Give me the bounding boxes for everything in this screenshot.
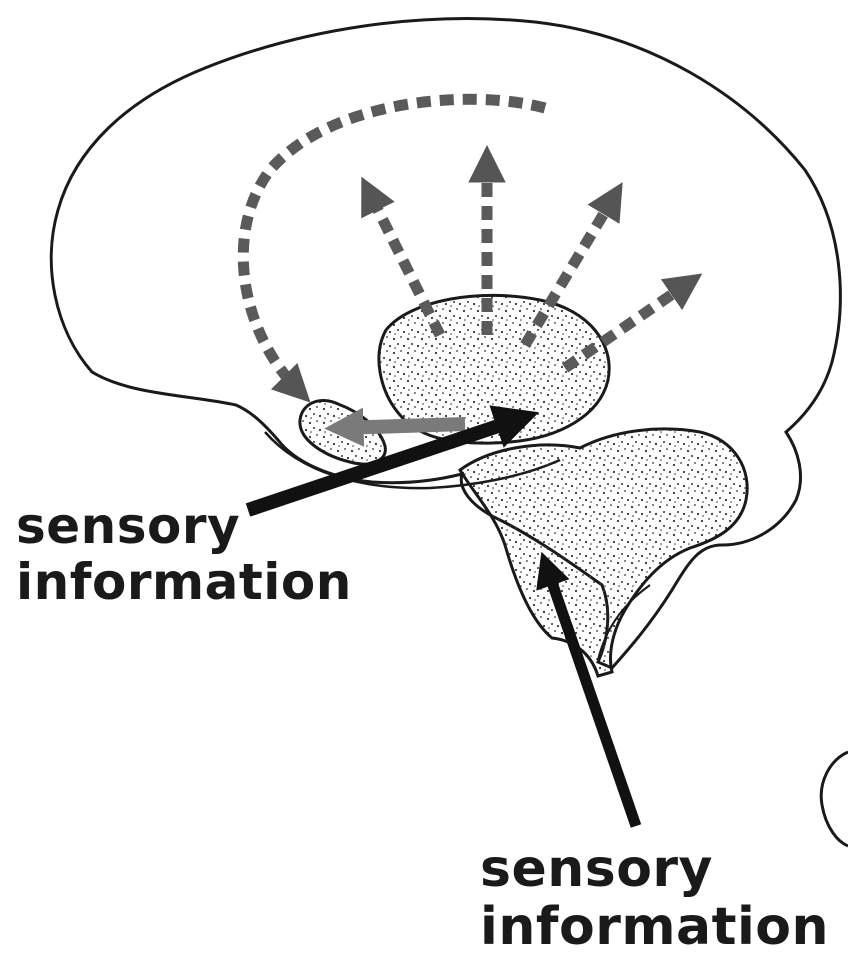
label-bottom-line1: sensory [480, 840, 829, 898]
label-sensory-information-bottom: sensory information [480, 840, 829, 956]
brainstem [460, 429, 747, 676]
edge-fragment [821, 752, 848, 846]
double-headed-arrow [340, 424, 465, 428]
label-bottom-line2: information [480, 898, 829, 956]
label-sensory-information-left: sensory information [16, 498, 352, 610]
label-left-line1: sensory [16, 498, 352, 554]
label-left-line2: information [16, 554, 352, 610]
